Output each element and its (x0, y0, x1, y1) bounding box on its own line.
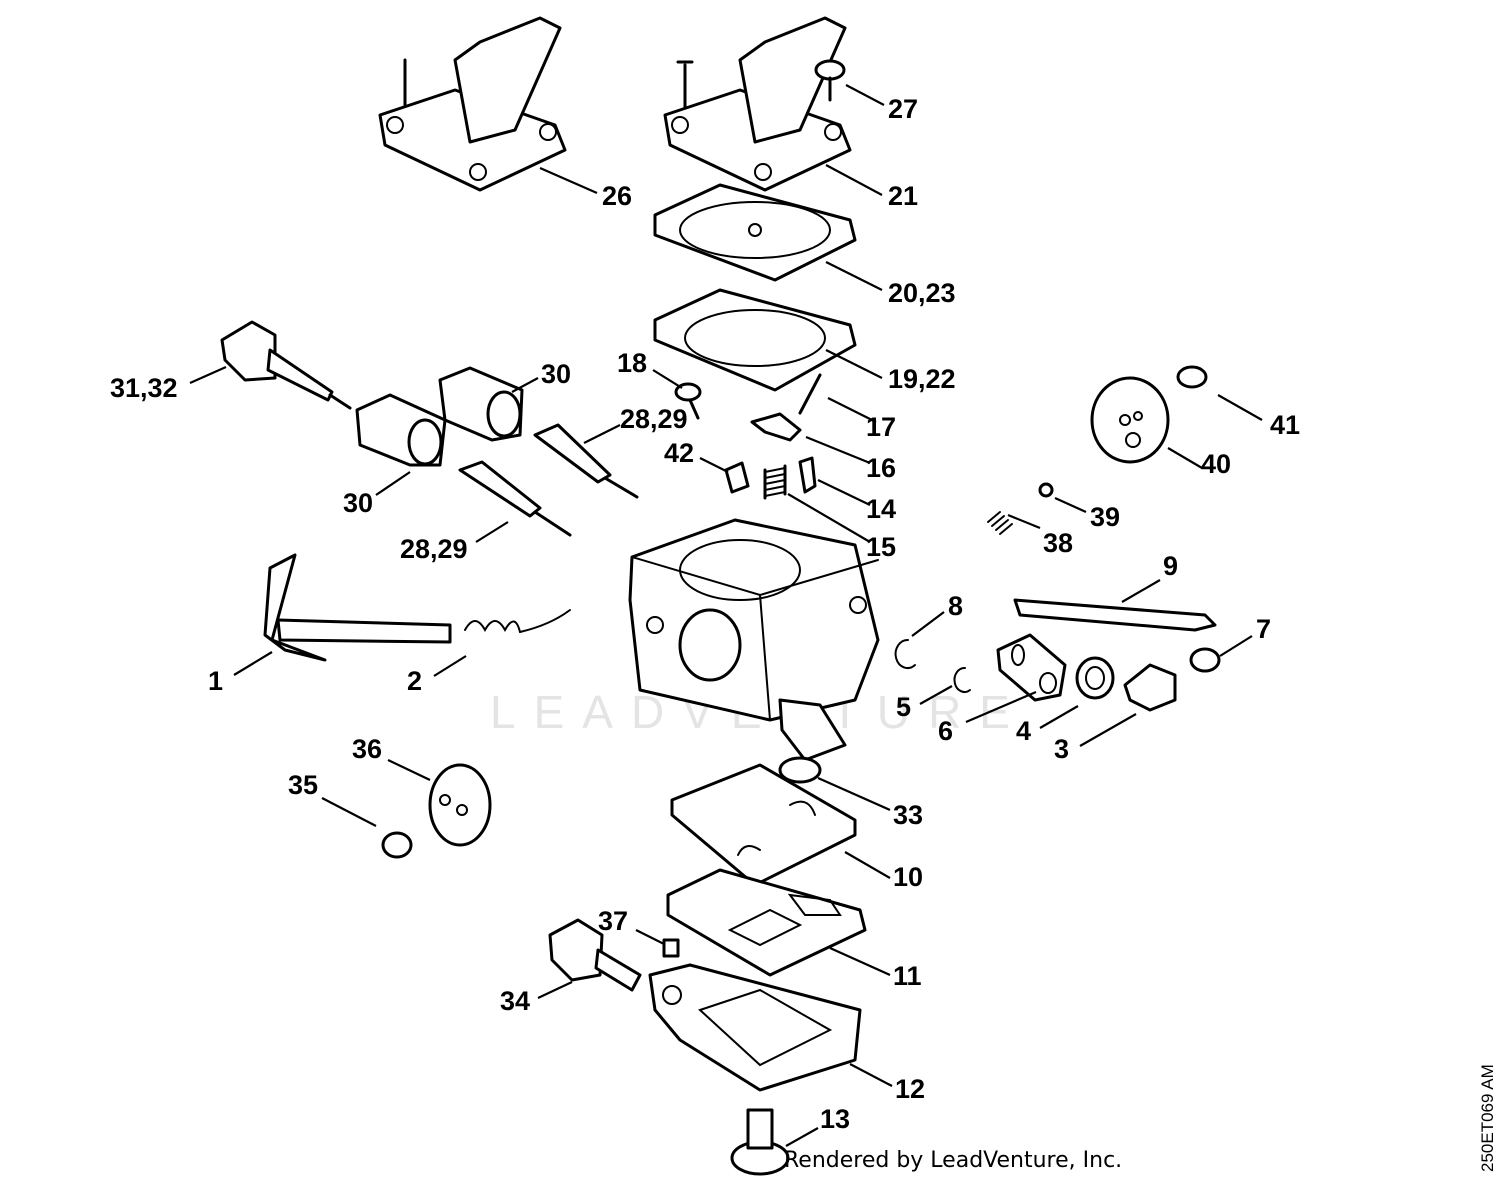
callout-31-32: 31,32 (110, 373, 178, 403)
part-9-shaft (1013, 598, 1217, 632)
part-8-clip (894, 638, 916, 669)
callout-6: 6 (938, 716, 953, 746)
callout-15: 15 (866, 532, 896, 562)
credit-text: Rendered by LeadVenture, Inc. (784, 1148, 1123, 1173)
callout-13: 13 (820, 1104, 850, 1134)
part-12-cover (648, 963, 862, 1092)
callout-18: 18 (617, 348, 647, 378)
callout-34: 34 (500, 986, 530, 1016)
part-39-ball (1038, 482, 1054, 498)
part-20-diaphragm (653, 183, 857, 282)
part-7-screw (1189, 647, 1221, 673)
part-27-sleeve (438, 366, 524, 442)
callout-5: 5 (896, 692, 911, 722)
part-40-cover (1090, 376, 1170, 464)
callout-21: 21 (888, 181, 918, 211)
callout-42: 42 (664, 438, 694, 468)
part-30-sleeve (355, 393, 447, 467)
part-36-cover (428, 763, 492, 847)
callout-4: 4 (1016, 716, 1031, 746)
callout-19-22: 19,22 (888, 364, 956, 394)
part-31-32-screw (220, 320, 352, 410)
callout-38: 38 (1043, 528, 1073, 558)
callout-36: 36 (352, 734, 382, 764)
part-17-pin (798, 373, 822, 415)
callout-1: 1 (208, 666, 223, 696)
part-38-spring (987, 511, 1013, 535)
part-16-lever (750, 412, 802, 442)
callout-27: 30 (541, 359, 571, 389)
callout-2: 2 (407, 666, 422, 696)
carburetor-body (628, 518, 880, 762)
part-35-screw (381, 831, 413, 859)
callout-12: 12 (895, 1074, 925, 1104)
callout-3: 3 (1054, 734, 1069, 764)
part-28-29-screw (458, 460, 572, 537)
callout-labels: 26 21 27 20,23 19,22 18 17 16 14 15 42 3… (110, 94, 1300, 1134)
part-33-screen (778, 756, 822, 784)
callout-26: 28,29 (620, 404, 688, 434)
callout-9: 9 (1163, 551, 1178, 581)
part-26-screw (533, 423, 639, 499)
part-15-spring (763, 464, 787, 500)
callout-41: 41 (1270, 410, 1300, 440)
callout-17: 17 (866, 412, 896, 442)
part-37-pin (662, 938, 680, 958)
callout-35: 35 (288, 770, 318, 800)
part-41-screw (1176, 365, 1208, 389)
part-34-screw (548, 918, 642, 992)
part-19-gasket (653, 288, 857, 392)
part-2-spring (464, 609, 571, 633)
leader-lines (189, 84, 1263, 1147)
part-13-screw (730, 1108, 790, 1176)
callout-7: 7 (1256, 614, 1271, 644)
part-21-cover (663, 16, 852, 192)
part-6-lever (996, 633, 1067, 702)
callout-40: 40 (1201, 449, 1231, 479)
part-11-gasket (666, 868, 867, 977)
part-42-plug (724, 461, 750, 494)
part-1-shaft (263, 553, 452, 662)
callout-11: 11 (893, 961, 922, 991)
part-25-screw (814, 59, 846, 102)
part-4-washer (1075, 656, 1115, 700)
callout-39: 39 (1090, 502, 1120, 532)
part-3-screw (1123, 663, 1177, 712)
part-14-needle (798, 456, 817, 494)
callout-25: 27 (888, 94, 918, 124)
callout-20-23: 20,23 (888, 278, 956, 308)
callout-30: 30 (343, 488, 373, 518)
callout-10: 10 (893, 862, 923, 892)
callout-37: 37 (598, 906, 628, 936)
callout-14: 14 (866, 494, 896, 524)
callout-33: 33 (893, 800, 923, 830)
reference-code: 250ET069 AM (1478, 1064, 1497, 1172)
part-10-diaphragm (670, 763, 857, 887)
part-5-clip (953, 666, 971, 693)
part-24-cover (378, 16, 567, 192)
callout-8: 8 (948, 591, 963, 621)
callout-16: 16 (866, 453, 896, 483)
callout-28-29: 28,29 (400, 534, 468, 564)
callout-24: 26 (602, 181, 632, 211)
